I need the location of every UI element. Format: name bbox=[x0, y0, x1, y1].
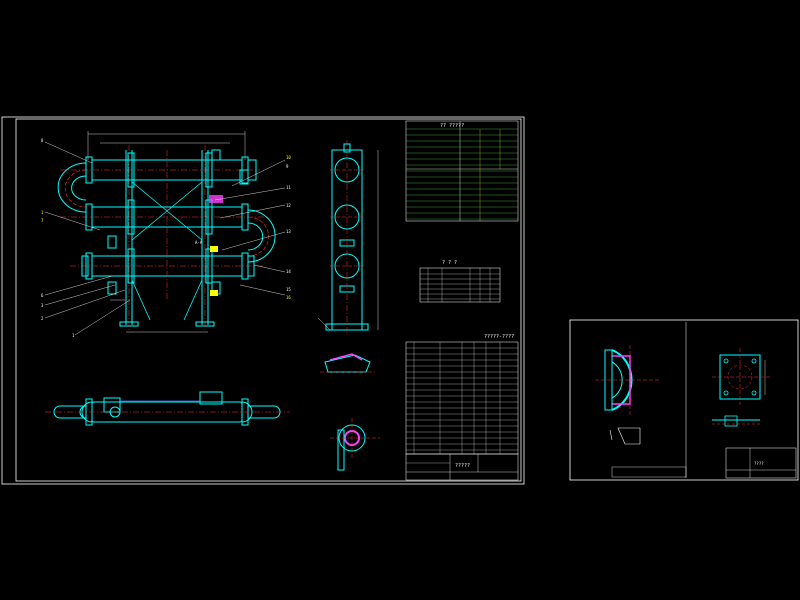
side-view bbox=[317, 140, 379, 335]
u-bend-pipe-icon bbox=[247, 209, 276, 263]
callout-label: 9 bbox=[286, 164, 289, 169]
detail-weld-view bbox=[320, 353, 375, 373]
callout-label: 10 bbox=[286, 155, 291, 160]
callout-label: 2 bbox=[41, 316, 44, 321]
sheet-2-drawing-name: ???? bbox=[754, 461, 764, 466]
parts-table-title: ?????-???? bbox=[484, 334, 514, 340]
parts-list-table: ?????-???? bbox=[405, 334, 519, 455]
flange-detail bbox=[712, 348, 770, 427]
callout-label: 1 bbox=[41, 210, 44, 215]
tech-spec-table: ?? ????? bbox=[405, 120, 519, 222]
callout-label: 13 bbox=[286, 229, 291, 234]
u-bend-pipe-icon bbox=[57, 162, 87, 213]
nozzle-table-title: ? ? ? bbox=[442, 260, 457, 266]
callout-label: 11 bbox=[286, 185, 291, 190]
title-block: ????? bbox=[405, 453, 519, 481]
front-view: 8 1 7 6 3 2 1 10 9 11 12 13 14 15 16 A-A bbox=[41, 131, 291, 338]
nozzle-table: ? ? ? bbox=[419, 260, 501, 303]
sheet-1-outer-border bbox=[1, 116, 525, 485]
section-mark: A-A bbox=[195, 240, 203, 245]
sheet-1: 8 1 7 6 3 2 1 10 9 11 12 13 14 15 16 A-A bbox=[1, 116, 525, 485]
sheet-2: ???? bbox=[569, 319, 799, 481]
callout-label: 12 bbox=[286, 203, 291, 208]
callout-label: 16 bbox=[286, 295, 291, 300]
plan-view bbox=[45, 391, 290, 426]
callout-label: 7 bbox=[41, 218, 44, 223]
callout-label: 3 bbox=[41, 303, 44, 308]
sheet-2-title-block: ???? bbox=[611, 447, 797, 479]
callout-label: 15 bbox=[286, 287, 291, 292]
sheet-2-border bbox=[569, 319, 799, 481]
drawing-name: ????? bbox=[455, 463, 470, 469]
callout-label: 6 bbox=[41, 293, 44, 298]
sheet-1-inner-border bbox=[15, 118, 522, 482]
callout-label: 8 bbox=[41, 138, 44, 143]
callout-label: 14 bbox=[286, 269, 291, 274]
tech-table-title: ?? ????? bbox=[440, 123, 464, 129]
callout-label: 1 bbox=[72, 333, 75, 338]
detail-flange-view bbox=[330, 418, 380, 471]
u-bend-detail bbox=[595, 345, 660, 445]
